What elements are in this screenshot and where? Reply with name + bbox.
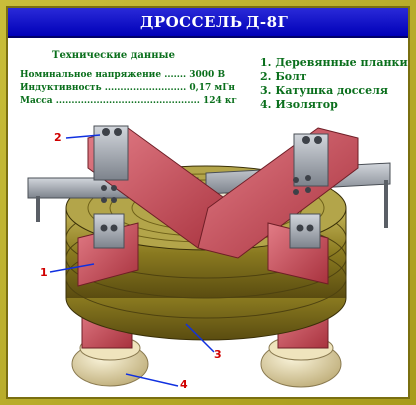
- choke-illustration: [27, 125, 391, 388]
- title-bar: ДРОССЕЛЬ Д-8Г: [8, 8, 408, 38]
- title-name: ДРОССЕЛЬ: [140, 13, 243, 31]
- legend-item-insulator: 4. Изолятор: [260, 98, 338, 111]
- callout-leaders: [49, 134, 215, 387]
- title-model: Д-8Г: [246, 13, 289, 31]
- callout-4-insulator: 4: [180, 378, 188, 391]
- spec-row-voltage: Номинальное напряжение ....... 3000 В: [20, 70, 226, 80]
- callout-1-wood: 1: [40, 266, 48, 279]
- legend-item-bolt: 2. Болт: [260, 70, 307, 83]
- callout-3-coil: 3: [214, 348, 222, 361]
- legend-item-wood: 1. Деревянные планки: [260, 56, 408, 69]
- diagram-panel: ДРОССЕЛЬ Д-8Г Технические данные Номинал…: [6, 6, 410, 399]
- callout-2-bolt: 2: [54, 131, 62, 144]
- legend-item-coil: 3. Катушка досселя: [260, 84, 388, 97]
- bolt-brackets: [93, 125, 329, 249]
- specs-heading: Технические данные: [52, 50, 175, 61]
- spec-row-mass: Масса ..................................…: [20, 96, 237, 106]
- spec-row-inductance: Индуктивность ..........................…: [20, 83, 236, 93]
